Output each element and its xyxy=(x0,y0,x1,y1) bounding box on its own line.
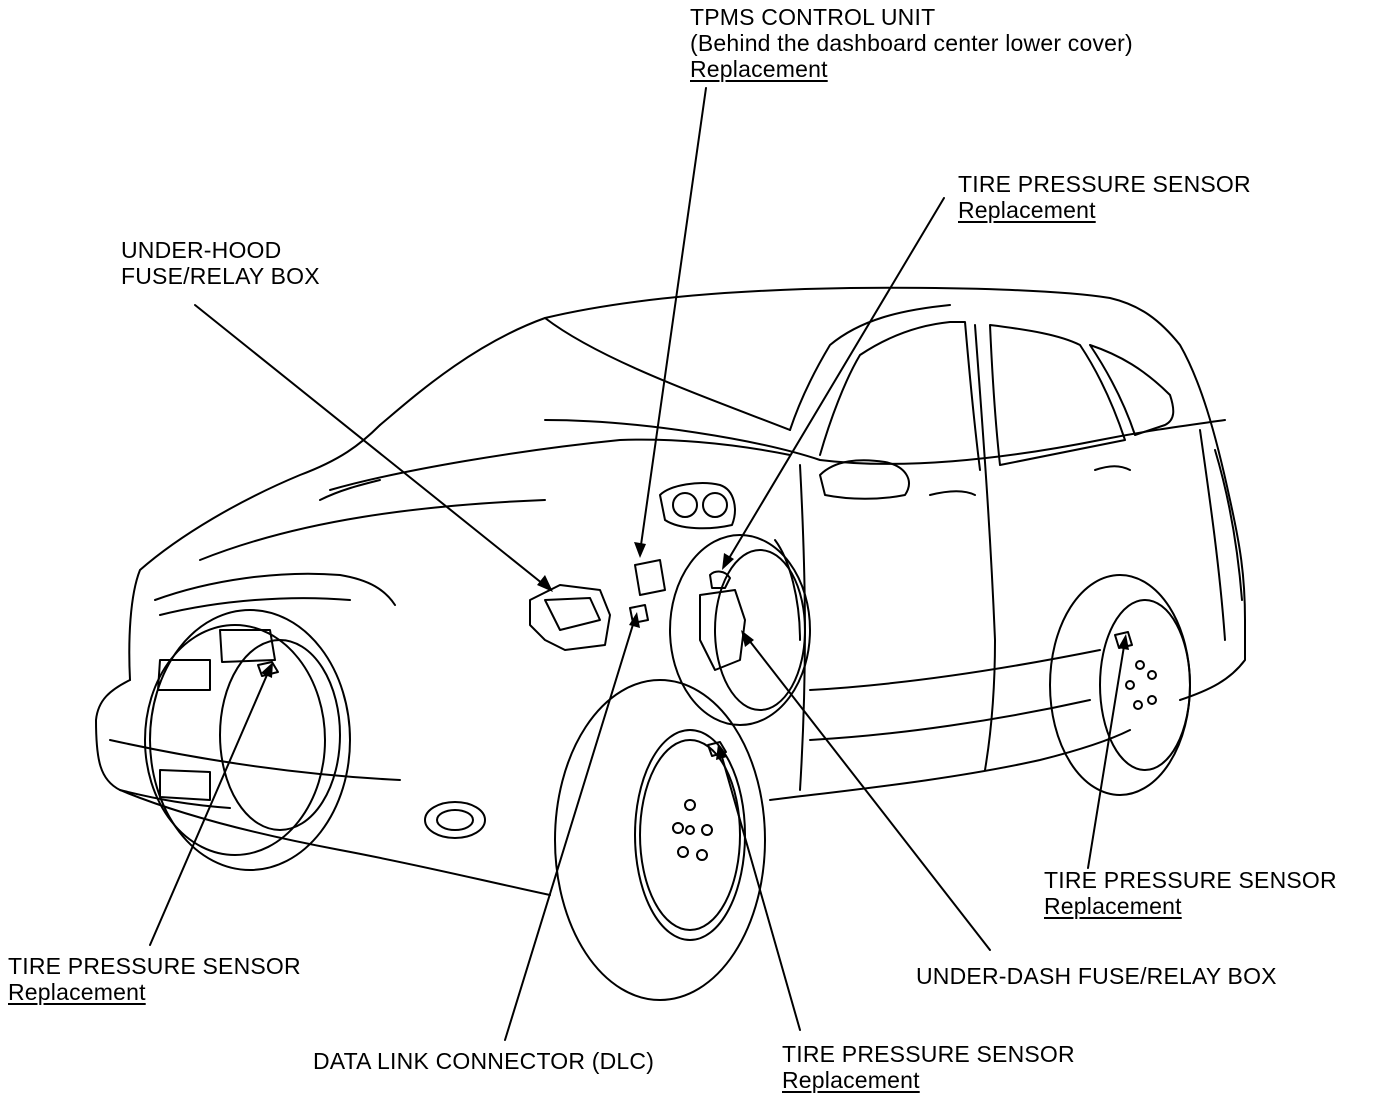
tire-sensor-right-rear-replacement-link[interactable]: Replacement xyxy=(1044,893,1182,919)
leader-tire-sensor-left-rear xyxy=(719,749,801,1031)
left-rear-wheel xyxy=(554,679,766,1001)
under-dash-fuse-box-shape xyxy=(699,589,746,671)
sensor-left-front xyxy=(257,661,279,677)
tpms-control-unit-replacement-link[interactable]: Replacement xyxy=(690,56,828,82)
callout-dlc: DATA LINK CONNECTOR (DLC) xyxy=(313,1048,654,1074)
dlc-name: DATA LINK CONNECTOR (DLC) xyxy=(313,1048,655,1074)
under-hood-box-line1: UNDER-HOOD xyxy=(121,237,282,263)
callout-tire-sensor-right-rear: TIRE PRESSURE SENSOR Replacement xyxy=(1044,867,1337,919)
leader-tire-sensor-right-rear xyxy=(1087,639,1126,869)
tire-sensor-left-front-name: TIRE PRESSURE SENSOR xyxy=(8,953,301,979)
tire-sensor-left-rear-replacement-link[interactable]: Replacement xyxy=(782,1067,920,1093)
callout-tpms-control-unit: TPMS CONTROL UNIT (Behind the dashboard … xyxy=(690,4,1133,82)
leader-under-hood-box xyxy=(194,304,549,589)
leader-tire-sensor-right-front xyxy=(724,197,945,566)
callout-under-dash-box: UNDER-DASH FUSE/RELAY BOX xyxy=(916,963,1277,989)
arrowheads xyxy=(261,542,1129,760)
leader-tire-sensor-left-front xyxy=(149,667,271,946)
tpms-control-unit-shape xyxy=(634,559,666,596)
left-front-wheel xyxy=(149,609,351,871)
tire-sensor-left-front-replacement-link[interactable]: Replacement xyxy=(8,979,146,1005)
leader-tpms-control-unit xyxy=(639,87,707,553)
tpms-control-unit-note: (Behind the dashboard center lower cover… xyxy=(690,30,1133,56)
leader-under-dash-box xyxy=(744,634,991,951)
leader-dlc xyxy=(504,617,636,1041)
tire-sensor-right-front-name: TIRE PRESSURE SENSOR xyxy=(958,171,1251,197)
sensor-right-rear xyxy=(1114,631,1133,649)
callout-under-hood-box: UNDER-HOOD FUSE/RELAY BOX xyxy=(121,237,320,289)
vehicle-body xyxy=(95,286,1246,896)
callout-tire-sensor-left-rear: TIRE PRESSURE SENSOR Replacement xyxy=(782,1041,1075,1093)
sensor-left-rear xyxy=(707,741,727,757)
leader-lines xyxy=(149,87,1126,1041)
tpms-control-unit-name: TPMS CONTROL UNIT xyxy=(690,4,936,30)
tire-sensor-left-rear-name: TIRE PRESSURE SENSOR xyxy=(782,1041,1075,1067)
under-hood-fuse-box-shape xyxy=(529,584,611,651)
components xyxy=(257,559,1133,757)
tire-sensor-right-rear-name: TIRE PRESSURE SENSOR xyxy=(1044,867,1337,893)
under-dash-box-name: UNDER-DASH FUSE/RELAY BOX xyxy=(916,963,1277,989)
right-rear-wheel xyxy=(1049,574,1191,796)
under-hood-box-line2: FUSE/RELAY BOX xyxy=(121,263,320,289)
callout-tire-sensor-right-front: TIRE PRESSURE SENSOR Replacement xyxy=(958,171,1251,223)
wheels xyxy=(144,534,1191,1001)
callout-tire-sensor-left-front: TIRE PRESSURE SENSOR Replacement xyxy=(8,953,301,1005)
right-front-wheel-phantom xyxy=(669,534,811,726)
dlc-shape xyxy=(629,604,649,624)
tire-sensor-right-front-replacement-link[interactable]: Replacement xyxy=(958,197,1096,223)
